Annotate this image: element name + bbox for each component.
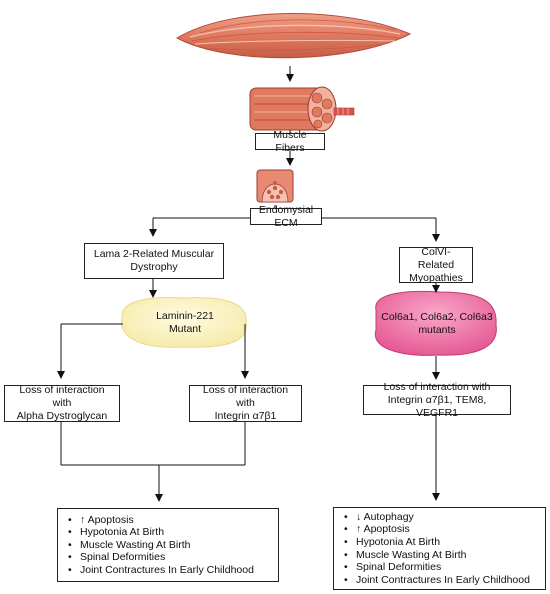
outcome-right-item: Hypotonia At Birth [342, 536, 530, 549]
muscle-illustration [175, 13, 412, 59]
loss-integrin-label: Loss of interaction with Integrin α7β1 [202, 384, 289, 422]
col6-label-wrap: Col6a1, Col6a2, Col6a3 mutants [378, 302, 496, 346]
laminin-blob [121, 297, 247, 348]
loss-integrin-box: Loss of interaction with Integrin α7β1 [189, 384, 302, 422]
col6-label: Col6a1, Col6a2, Col6a3 mutants [381, 311, 493, 336]
endomysial-ecm-box: Endomysial ECM [250, 204, 322, 229]
outcome-left-item: Hypotonia At Birth [66, 526, 254, 539]
outcome-right-item: Spinal Deformities [342, 561, 530, 574]
muscle-fascicle-illustration [249, 86, 355, 132]
outcome-right-item: Joint Contractures In Early Childhood [342, 574, 530, 587]
outcome-left-item: Spinal Deformities [66, 551, 254, 564]
outcome-right-item: Muscle Wasting At Birth [342, 549, 530, 562]
loss-alpha-box: Loss of interaction with Alpha Dystrogly… [4, 384, 120, 422]
colvi-box: ColVI-Related Myopathies [399, 245, 473, 284]
muscle-fibers-label: Muscle Fibers [273, 128, 307, 154]
outcomes-left-list: ↑ Apoptosis Hypotonia At Birth Muscle Wa… [66, 514, 254, 577]
outcome-right-item: ↓ Autophagy [342, 511, 530, 524]
connectors [57, 66, 440, 502]
laminin-label-wrap: Laminin-221 Mutant [130, 303, 240, 343]
outcomes-left-box: ↑ Apoptosis Hypotonia At Birth Muscle Wa… [57, 508, 279, 582]
lama2-box: Lama 2-Related Muscular Dystrophy [84, 243, 224, 279]
loss-alpha-label: Loss of interaction with Alpha Dystrogly… [16, 384, 108, 422]
outcome-left-item: Muscle Wasting At Birth [66, 539, 254, 552]
laminin-label: Laminin-221 Mutant [156, 310, 214, 335]
endomysium-illustration [256, 169, 294, 203]
outcomes-right-list: ↓ Autophagy ↑ Apoptosis Hypotonia At Bir… [342, 511, 530, 587]
loss-integrin-tem8-label: Loss of interaction with Integrin α7β1, … [383, 380, 491, 419]
colvi-label: ColVI-Related Myopathies [409, 245, 463, 284]
col6-blob [374, 290, 497, 356]
outcomes-right-box: ↓ Autophagy ↑ Apoptosis Hypotonia At Bir… [333, 507, 546, 590]
loss-integrin-tem8-box: Loss of interaction with Integrin α7β1, … [363, 381, 511, 419]
endomysial-ecm-label: Endomysial ECM [258, 203, 314, 229]
outcome-left-item: Joint Contractures In Early Childhood [66, 564, 254, 577]
outcome-left-item: ↑ Apoptosis [66, 514, 254, 527]
muscle-fibers-box: Muscle Fibers [255, 129, 325, 154]
outcome-right-item: ↑ Apoptosis [342, 523, 530, 536]
lama2-label: Lama 2-Related Muscular Dystrophy [93, 248, 215, 273]
